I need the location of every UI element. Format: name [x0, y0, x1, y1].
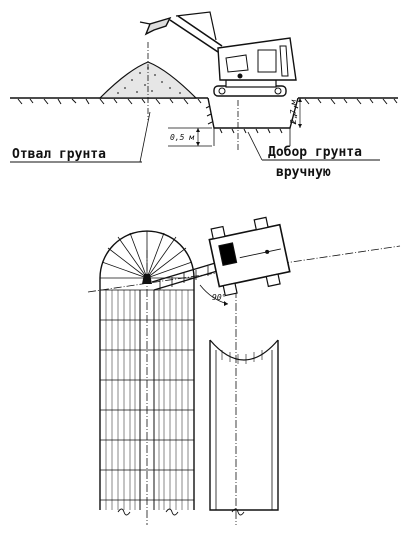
- manual-label-line2: вручную: [276, 165, 331, 180]
- machine-position-marker: [142, 274, 152, 284]
- plan-strip-right: [209, 290, 279, 525]
- spoil-label: Отвал грунта: [12, 147, 106, 162]
- spoil-leader: [139, 111, 151, 163]
- break-marks: [117, 508, 245, 516]
- hatch-right: [221, 350, 263, 364]
- ground-hatch: [17, 98, 398, 105]
- depth-dimension-label: 0,5 м: [170, 133, 195, 142]
- trench-section: [205, 97, 299, 146]
- excavator-plan: [208, 216, 291, 297]
- dimension-right: 2,7 м: [289, 98, 302, 128]
- section-view: 0,5 м 2,7 м Отвал грунта Добор грунта вр…: [10, 11, 398, 180]
- right-dimension-label: 2,7 м: [289, 99, 298, 124]
- angle-marker: 90°: [199, 284, 229, 306]
- cut-bands-left: [100, 289, 194, 501]
- plan-view: 90°: [87, 216, 401, 525]
- hatch-left: [105, 290, 189, 510]
- manual-leader: [247, 131, 263, 161]
- excavator-section: [139, 11, 297, 97]
- dimension-depth: 0,5 м: [168, 127, 212, 147]
- fan-lines: [100, 231, 194, 279]
- manual-label-line1: Добор грунта: [268, 145, 362, 160]
- angle-label: 90°: [212, 293, 226, 302]
- plan-strip-left: [99, 230, 195, 525]
